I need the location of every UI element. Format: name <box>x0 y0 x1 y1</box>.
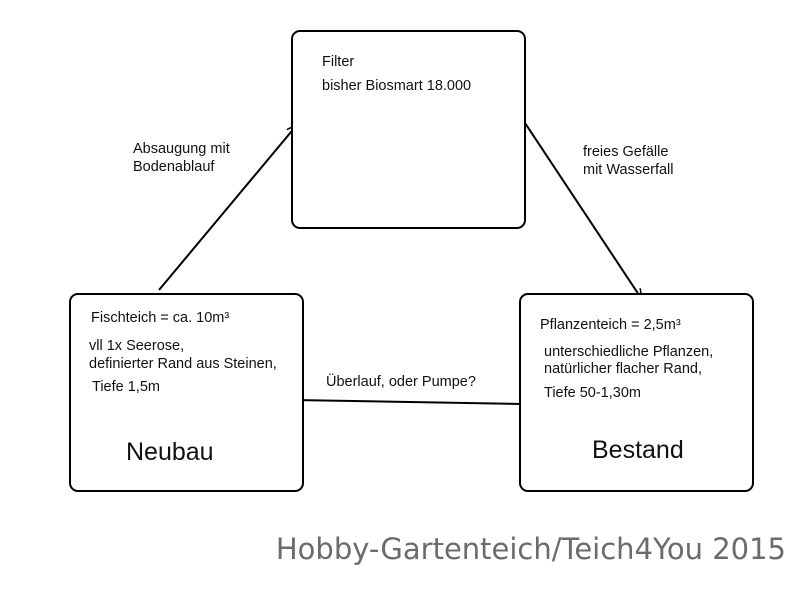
edge-label-filter-to-plant-line2: mit Wasserfall <box>583 162 674 178</box>
edge-label-plant-to-fish: Überlauf, oder Pumpe? <box>326 374 476 390</box>
filter-title: Filter <box>322 54 355 70</box>
plant-pond-plants: unterschiedliche Pflanzen, <box>544 344 714 360</box>
edge-label-fish-to-filter-line2: Bodenablauf <box>133 159 215 175</box>
fish-pond-box <box>69 293 304 492</box>
edge-label-fish-to-filter-line1: Absaugung mit <box>133 141 230 157</box>
edge-label-filter-to-plant-line1: freies Gefälle <box>583 144 669 160</box>
arrow-fish-to-filter <box>158 126 296 291</box>
watermark-text: Hobby-Gartenteich/Teich4You 2015 <box>275 532 786 566</box>
fish-pond-depth: Tiefe 1,5m <box>92 379 160 395</box>
arrow-plant-to-fish <box>294 400 524 404</box>
filter-detail: bisher Biosmart 18.000 <box>322 78 472 94</box>
fish-pond-edge: definierter Rand aus Steinen, <box>89 356 277 372</box>
fish-pond-status: Neubau <box>126 438 214 466</box>
plant-pond-box <box>519 293 754 492</box>
fish-pond-plants: vll 1x Seerose, <box>89 338 185 354</box>
plant-pond-depth: Tiefe 50-1,30m <box>544 385 641 401</box>
plant-pond-status: Bestand <box>592 436 684 464</box>
filter-box <box>291 30 526 229</box>
plant-pond-edge: natürlicher flacher Rand, <box>544 361 702 377</box>
arrow-filter-to-plant <box>524 122 641 298</box>
plant-pond-volume: Pflanzenteich = 2,5m³ <box>540 317 681 333</box>
fish-pond-volume: Fischteich = ca. 10m³ <box>91 310 230 326</box>
